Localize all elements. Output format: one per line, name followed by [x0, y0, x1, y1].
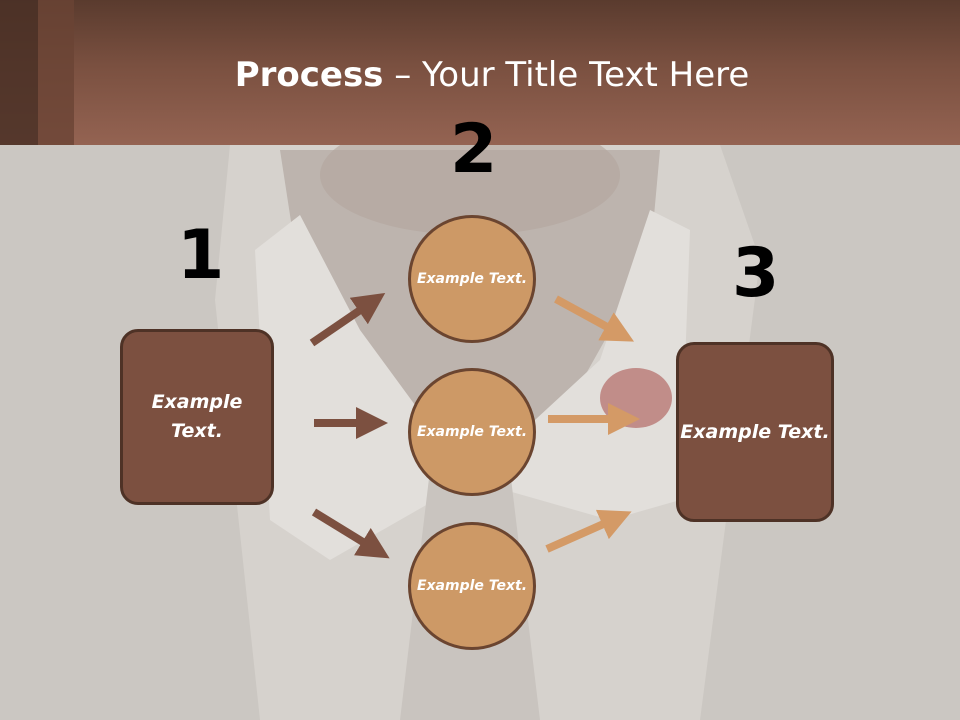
right-box-text: Example Text. [680, 420, 830, 443]
circle-middle: Example Text. [408, 368, 536, 496]
circle-bottom-text: Example Text. [416, 577, 528, 594]
left-box: Example Text. [120, 329, 274, 505]
arrow-right-top [554, 295, 635, 342]
step-number-2: 2 [450, 110, 498, 189]
step-number-3: 3 [732, 234, 780, 313]
arrow-right-bottom [545, 509, 632, 553]
circle-bottom: Example Text. [408, 522, 536, 650]
circle-top: Example Text. [408, 215, 536, 343]
left-box-text: Example Text. [151, 391, 243, 442]
header-stripe [38, 0, 74, 145]
circle-top-text: Example Text. [416, 270, 528, 287]
step-number-1: 1 [177, 216, 225, 295]
header-band [0, 0, 960, 145]
title-bold: Process [234, 55, 384, 95]
arrow-left-top [309, 292, 386, 347]
slide-title: Process – Your Title Text Here [0, 54, 960, 96]
circle-middle-text: Example Text. [416, 423, 528, 440]
arrow-left-bottom [311, 508, 390, 559]
right-box: Example Text. [676, 342, 834, 522]
title-rest: – Your Title Text Here [383, 55, 750, 95]
header-stripe [0, 0, 38, 145]
